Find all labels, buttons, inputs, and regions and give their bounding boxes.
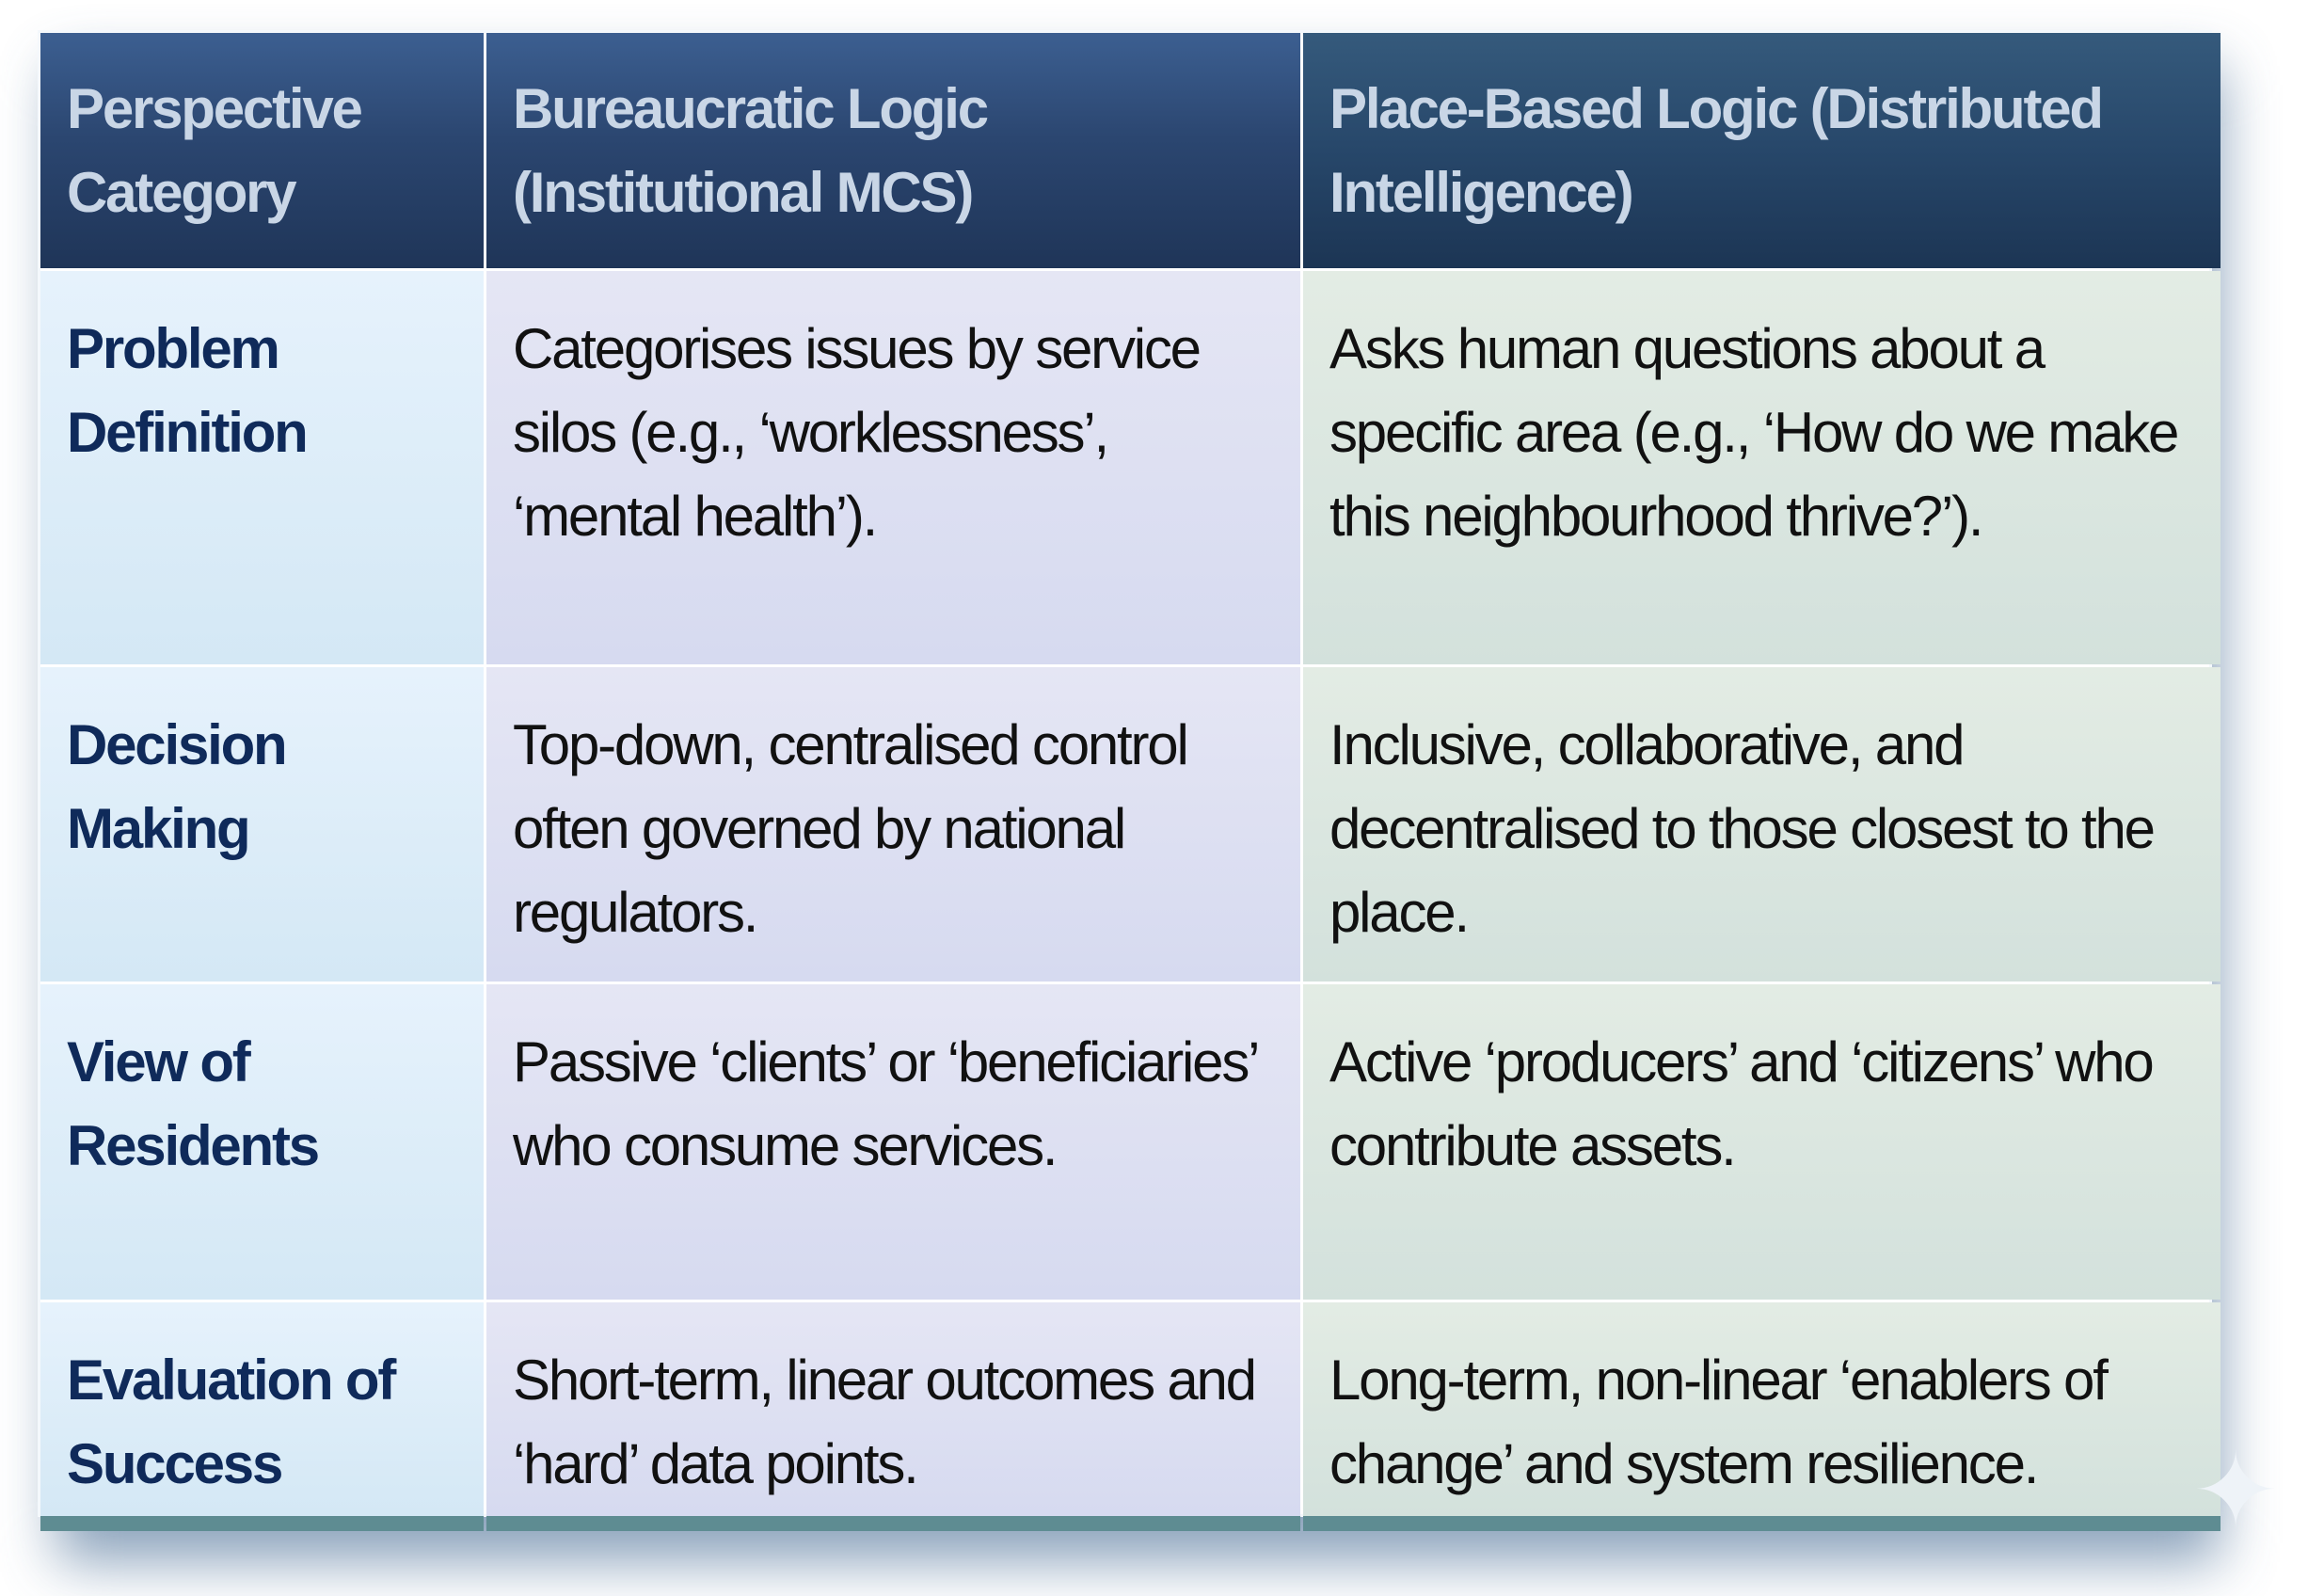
row-category: Evaluation of Success bbox=[40, 1302, 484, 1531]
header-perspective-category: Perspective Category bbox=[40, 33, 484, 268]
row-category: View of Residents bbox=[40, 984, 484, 1300]
row-place-based: Asks human questions about a specific ar… bbox=[1303, 271, 2221, 664]
comparison-table: Perspective Category Bureaucratic Logic … bbox=[38, 30, 2221, 1531]
row-bureaucratic: Top-down, centralised control often gove… bbox=[486, 667, 1300, 982]
row-category: Problem Definition bbox=[40, 271, 484, 664]
row-place-based: Long-term, non-linear ‘enablers of chang… bbox=[1303, 1302, 2221, 1531]
row-bureaucratic: Short-term, linear outcomes and ‘hard’ d… bbox=[486, 1302, 1300, 1531]
header-place-based-logic: Place-Based Logic (Distributed Intellige… bbox=[1303, 33, 2221, 268]
row-place-based: Inclusive, collaborative, and decentrali… bbox=[1303, 667, 2221, 982]
row-category: Decision Making bbox=[40, 667, 484, 982]
header-bureaucratic-logic: Bureaucratic Logic (Institutional MCS) bbox=[486, 33, 1300, 268]
row-place-based: Active ‘producers’ and ‘citizens’ who co… bbox=[1303, 984, 2221, 1300]
row-bureaucratic: Passive ‘clients’ or ‘beneficiaries’ who… bbox=[486, 984, 1300, 1300]
row-bureaucratic: Categorises issues by service silos (e.g… bbox=[486, 271, 1300, 664]
sparkle-icon: ✦ bbox=[2192, 1433, 2280, 1549]
